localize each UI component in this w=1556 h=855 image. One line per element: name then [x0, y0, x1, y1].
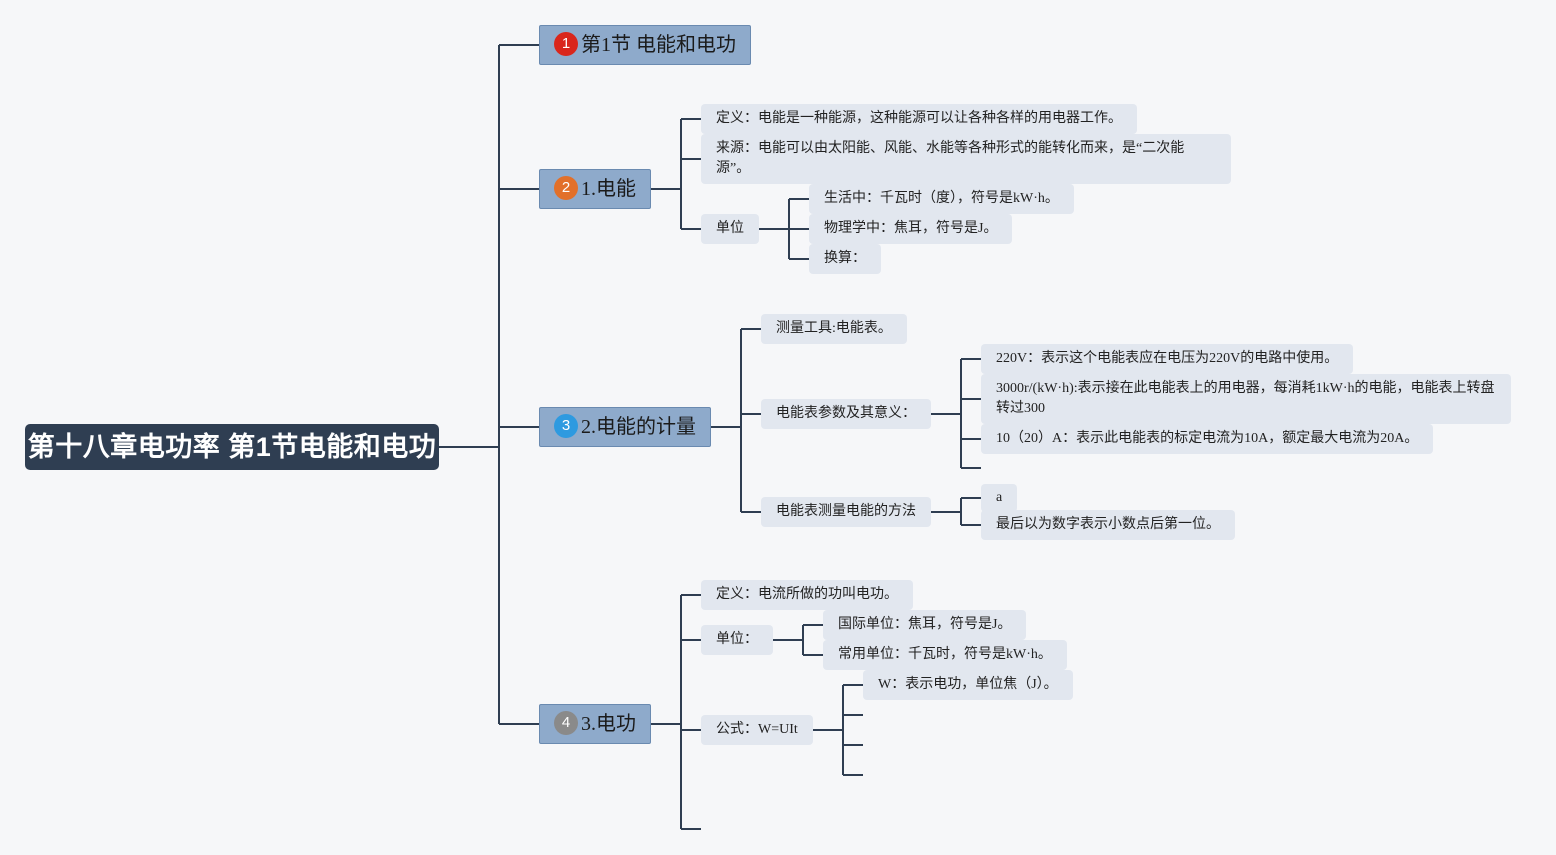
badge-4-icon: 4 — [554, 711, 578, 736]
measurement-tool[interactable]: 测量工具:电能表。 — [761, 314, 907, 344]
work-unit-common[interactable]: 常用单位：千瓦时，符号是kW·h。 — [823, 640, 1067, 670]
measurement-method[interactable]: 电能表测量电能的方法 — [761, 497, 931, 527]
branch-label: 2.电能的计量 — [581, 416, 696, 438]
badge-1-icon: 1 — [554, 32, 578, 57]
energy-unit-conversion[interactable]: 换算： — [809, 244, 881, 274]
work-definition[interactable]: 定义：电流所做的功叫电功。 — [701, 580, 913, 610]
energy-source[interactable]: 来源：电能可以由太阳能、风能、水能等各种形式的能转化而来，是“二次能源”。 — [701, 134, 1231, 184]
work-formula[interactable]: 公式：W=UIt — [701, 715, 813, 745]
formula-w[interactable]: W：表示电功，单位焦（J）。 — [863, 670, 1073, 700]
method-a[interactable]: a — [981, 484, 1018, 512]
param-220v[interactable]: 220V：表示这个电能表应在电压为220V的电路中使用。 — [981, 344, 1354, 374]
param-10-20a[interactable]: 10（20）A：表示此电能表的标定电流为10A，额定最大电流为20A。 — [981, 424, 1434, 454]
meter-parameters[interactable]: 电能表参数及其意义： — [761, 399, 931, 429]
param-3000r[interactable]: 3000r/(kW·h):表示接在此电能表上的用电器，每消耗1kW·h的电能，电… — [981, 374, 1511, 424]
badge-2-icon: 2 — [554, 176, 578, 201]
branch-label: 3.电功 — [581, 713, 636, 735]
method-last-digit[interactable]: 最后以为数字表示小数点后第一位。 — [981, 510, 1235, 540]
work-unit-si[interactable]: 国际单位：焦耳，符号是J。 — [823, 610, 1027, 640]
branch-label: 1.电能 — [581, 178, 636, 200]
energy-definition[interactable]: 定义：电能是一种能源，这种能源可以让各种各样的用电器工作。 — [701, 104, 1137, 134]
energy-unit-physics[interactable]: 物理学中：焦耳，符号是J。 — [809, 214, 1013, 244]
energy-unit[interactable]: 单位 — [701, 214, 759, 244]
badge-3-icon: 3 — [554, 414, 578, 439]
branch-label: 第1节 电能和电功 — [581, 34, 736, 56]
work-unit[interactable]: 单位： — [701, 625, 773, 655]
energy-unit-daily[interactable]: 生活中：千瓦时（度），符号是kW·h。 — [809, 184, 1074, 214]
root-topic[interactable]: 第十八章电功率 第1节电能和电功 — [25, 424, 439, 470]
